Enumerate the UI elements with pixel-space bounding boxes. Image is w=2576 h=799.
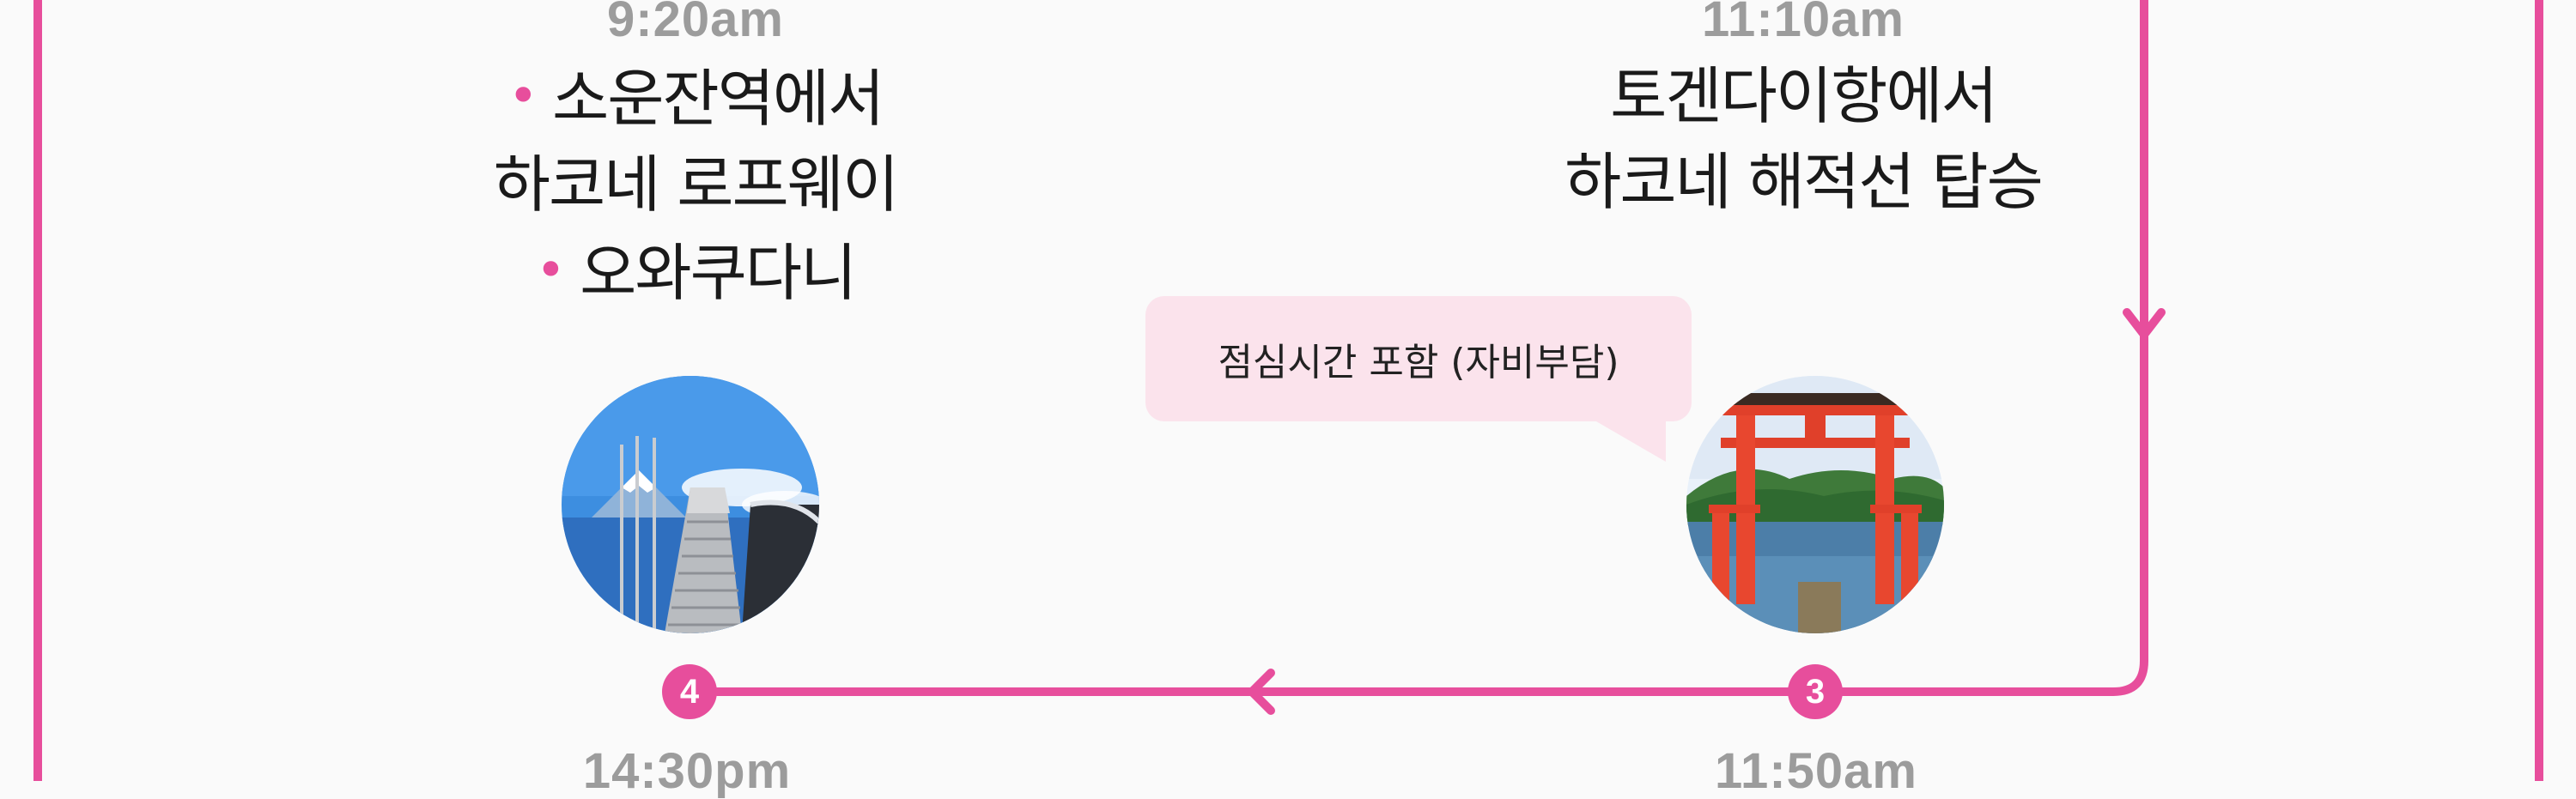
bullet-icon: • — [507, 66, 538, 126]
stop-marker-4: 4 — [662, 664, 717, 719]
stop-line: •소운잔역에서 — [507, 63, 885, 135]
stop-line: 토겐다이항에서 — [1610, 60, 1998, 132]
torii-gate-lake-photo — [1686, 376, 1944, 633]
stop-line: 하코네 로프웨이 — [493, 148, 900, 221]
down-arrow-icon — [2123, 308, 2166, 339]
lunch-note-bubble: 점심시간 포함 (자비부담) — [1145, 296, 1692, 421]
left-arrow-icon — [1248, 669, 1275, 715]
stop-time-1430: 14:30pm — [582, 743, 792, 799]
stop-line: 하코네 해적선 탑승 — [1564, 146, 2044, 218]
stop-description-920: •소운잔역에서 하코네 로프웨이 •오와쿠다니 — [455, 53, 936, 316]
pier-mount-fuji-photo — [562, 376, 819, 633]
stop-time-920: 9:20am — [607, 0, 784, 47]
stop-line: •오와쿠다니 — [535, 237, 858, 309]
stop-marker-3: 3 — [1788, 664, 1843, 719]
stop-time-1110: 11:10am — [1702, 0, 1905, 47]
stop-time-1150: 11:50am — [1715, 743, 1917, 799]
stop-description-1110: 토겐다이항에서 하코네 해적선 탑승 — [1520, 53, 2087, 225]
bubble-tail — [1580, 412, 1666, 462]
lunch-note-text: 점심시간 포함 (자비부담) — [1218, 341, 1619, 384]
bullet-icon: • — [535, 240, 566, 300]
route-path — [33, 0, 2543, 781]
